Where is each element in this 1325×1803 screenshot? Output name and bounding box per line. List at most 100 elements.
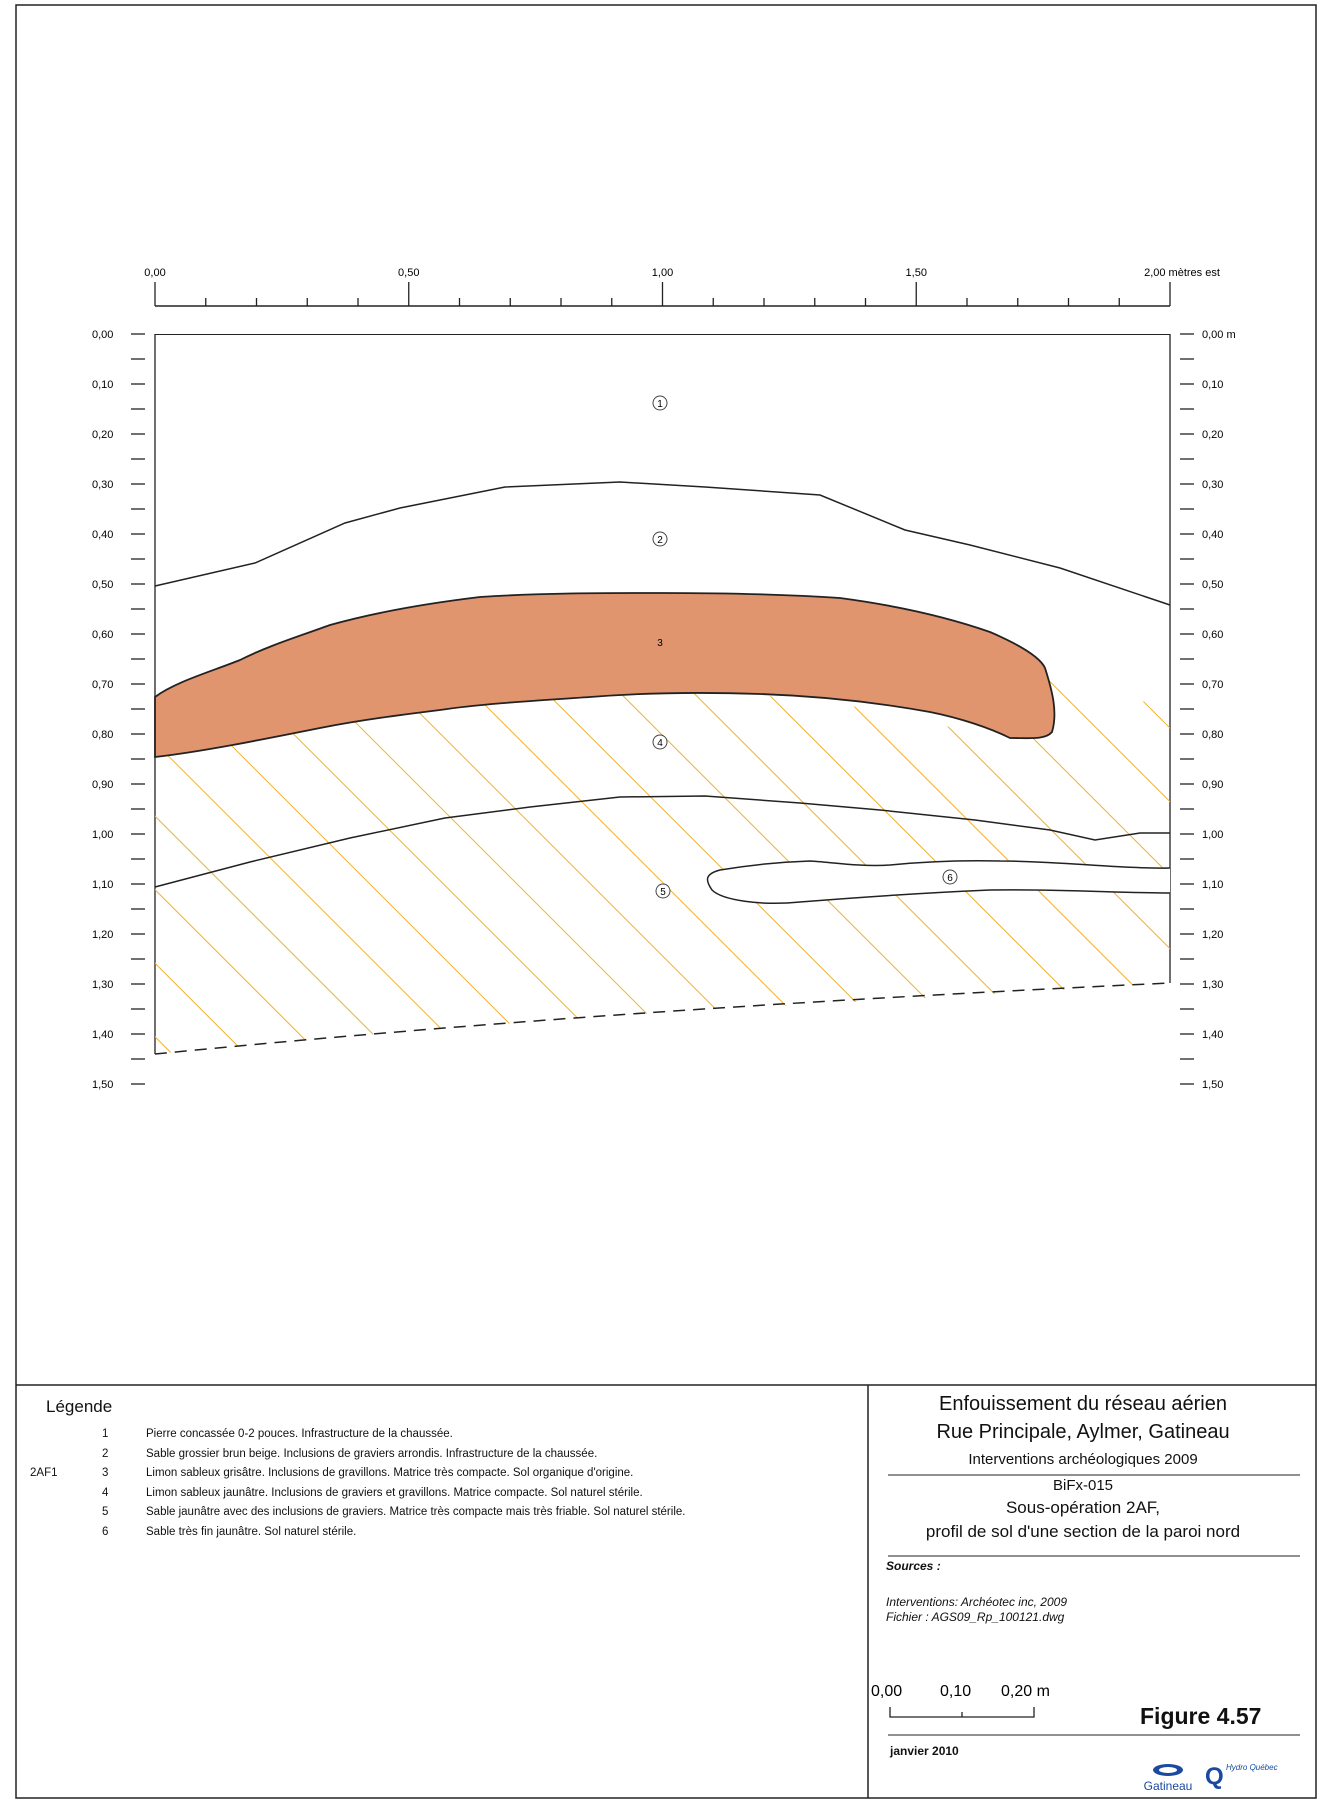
layer-label-1: 1 <box>652 395 668 411</box>
right-axis-label: 0,50 <box>1202 579 1223 591</box>
title-line-3: Interventions archéologiques 2009 <box>968 1451 1198 1468</box>
legend-item-text: Limon sableux grisâtre. Inclusions de gr… <box>146 1467 634 1479</box>
top-axis-label: 1,00 <box>652 267 673 279</box>
sub-operation: Sous-opération 2AF, <box>1005 1498 1161 1517</box>
layer-label-6: 6 <box>942 869 958 885</box>
legend-item: 2AF1 3 Limon sableux grisâtre. Inclusions … <box>30 1464 633 1482</box>
layer-label-5: 5 <box>655 883 671 899</box>
left-axis-label: 0,40 <box>92 529 113 541</box>
legend-item-number: 1 <box>102 1428 109 1440</box>
right-depth-axis: 0,00 m0,100,200,300,400,500,600,700,800,… <box>1180 329 1236 1091</box>
svg-text:1: 1 <box>657 399 663 410</box>
right-axis-label: 0,40 <box>1202 529 1223 541</box>
legend-item-number: 4 <box>102 1486 109 1499</box>
right-axis-label: 0,70 <box>1202 679 1223 691</box>
legend-item-number: 6 <box>102 1525 109 1538</box>
right-axis-label: 1,40 <box>1202 1029 1223 1041</box>
svg-text:6: 6 <box>947 873 953 884</box>
top-scale-axis: 0,00 0,50 1,00 1,50 2,00 mètres est <box>144 267 1220 307</box>
left-axis-label: 0,80 <box>92 729 113 741</box>
legend-item-prefix: 2AF1 <box>30 1467 58 1479</box>
legend-item-text: Pierre concassée 0-2 pouces. Infrastruct… <box>146 1428 453 1440</box>
date-label: janvier 2010 <box>890 1744 959 1758</box>
sources-label: Sources : <box>886 1559 941 1573</box>
left-axis-label: 1,20 <box>92 929 113 941</box>
hydro-quebec-logo: Q Hydro Québec <box>1205 1763 1278 1790</box>
scale-label-1: 0,10 <box>940 1683 971 1700</box>
left-axis-label: 1,10 <box>92 879 113 891</box>
legend-item-number: 3 <box>102 1467 109 1479</box>
site-code: BiFx-015 <box>1052 1477 1114 1494</box>
boundary-4-5 <box>154 795 1170 888</box>
left-axis-label: 0,60 <box>92 629 113 641</box>
profile-base-dashed <box>154 982 1171 1055</box>
left-axis-label: 1,30 <box>92 979 113 991</box>
boundary-1-2 <box>154 481 1171 606</box>
soil-profile: 1 2 3 4 5 6 <box>154 334 1171 1055</box>
left-axis-label: 1,40 <box>92 1029 113 1041</box>
right-axis-label: 1,50 <box>1202 1079 1223 1091</box>
top-axis-label: 2,00 mètres est <box>1144 267 1220 279</box>
left-axis-label: 0,50 <box>92 579 113 591</box>
figure-number: Figure 4.57 <box>1140 1703 1262 1729</box>
sheet-border <box>15 4 1317 1799</box>
svg-text:2: 2 <box>657 535 663 546</box>
right-axis-label: 0,30 <box>1202 479 1223 491</box>
right-axis-label: 0,20 <box>1202 429 1223 441</box>
layer-4-5-hatch-zone <box>155 668 1170 1054</box>
svg-text:4: 4 <box>657 738 663 749</box>
legend-item-number: 2 <box>102 1447 109 1460</box>
title-line-1: Enfouissement du réseau aérien <box>939 1393 1227 1415</box>
left-axis-label: 0,70 <box>92 679 113 691</box>
gatineau-logo: Gatineau <box>1144 1764 1193 1793</box>
svg-text:5: 5 <box>660 887 666 898</box>
left-axis-label: 0,90 <box>92 779 113 791</box>
legend-item-text: Sable jaunâtre avec des inclusions de gr… <box>146 1506 686 1518</box>
legend-item-text: Sable grossier brun beige. Inclusions de… <box>146 1447 598 1460</box>
legend-title: Légende <box>46 1397 113 1416</box>
scale-bar: 0,00 0,10 0,20 m <box>871 1683 1050 1718</box>
right-axis-label: 0,90 <box>1202 779 1223 791</box>
top-axis-label: 0,50 <box>398 267 419 279</box>
right-axis-label: 1,20 <box>1202 929 1223 941</box>
profile-top-edge <box>155 334 1170 335</box>
left-axis-label: 0,00 <box>92 329 113 341</box>
source-line-1: Interventions: Archéotec inc, 2009 <box>886 1595 1067 1609</box>
scale-label-0: 0,00 <box>871 1683 902 1700</box>
legend-item-text: Limon sableux jaunâtre. Inclusions de gr… <box>146 1486 643 1499</box>
legend-item: 6 Sable très fin jaunâtre. Sol naturel st… <box>30 1523 356 1541</box>
legend-item: 4 Limon sableux jaunâtre. Inclusions de g… <box>30 1484 643 1502</box>
left-axis-label: 0,20 <box>92 429 113 441</box>
layer-6-lens <box>706 859 1171 904</box>
right-axis-label: 0,60 <box>1202 629 1223 641</box>
legend-item-text: Sable très fin jaunâtre. Sol naturel sté… <box>146 1525 357 1538</box>
right-axis-label: 1,10 <box>1202 879 1223 891</box>
left-axis-label: 0,10 <box>92 379 113 391</box>
svg-text:Gatineau: Gatineau <box>1144 1779 1193 1793</box>
top-axis-label: 0,00 <box>144 267 165 279</box>
layer-label-4: 4 <box>652 734 668 750</box>
left-axis-label: 1,50 <box>92 1079 113 1091</box>
left-axis-label: 0,30 <box>92 479 113 491</box>
legend-item: 1 Pierre concassée 0-2 pouces. Infrastruc… <box>30 1425 453 1443</box>
title-line-2: Rue Principale, Aylmer, Gatineau <box>936 1421 1230 1443</box>
scale-label-2: 0,20 m <box>1001 1683 1050 1700</box>
legend-item: 2 Sable grossier brun beige. Inclusions d… <box>30 1445 597 1463</box>
svg-text:Hydro Québec: Hydro Québec <box>1226 1763 1278 1772</box>
right-axis-label: 0,00 m <box>1202 329 1236 341</box>
svg-text:Q: Q <box>1205 1763 1224 1790</box>
right-axis-label: 1,00 <box>1202 829 1223 841</box>
left-depth-axis: 0,00 0,10 0,20 0,30 0,40 0,50 0,60 0,70 0,80 0,90… <box>92 329 145 1091</box>
legend-item: 5 Sable jaunâtre avec des inclusions de g… <box>30 1503 685 1521</box>
profile-description: profil de sol d'une section de la paroi … <box>925 1522 1241 1541</box>
layer-3-lens <box>154 592 1056 759</box>
svg-text:3: 3 <box>657 638 663 649</box>
top-axis-label: 1,50 <box>906 267 927 279</box>
right-axis-label: 1,30 <box>1202 979 1223 991</box>
left-axis-label: 1,00 <box>92 829 113 841</box>
layer-label-2: 2 <box>652 531 668 547</box>
legend-item-number: 5 <box>102 1506 109 1518</box>
source-line-2: Fichier : AGS09_Rp_100121.dwg <box>886 1610 1065 1624</box>
layer-label-3: 3 <box>653 635 667 649</box>
